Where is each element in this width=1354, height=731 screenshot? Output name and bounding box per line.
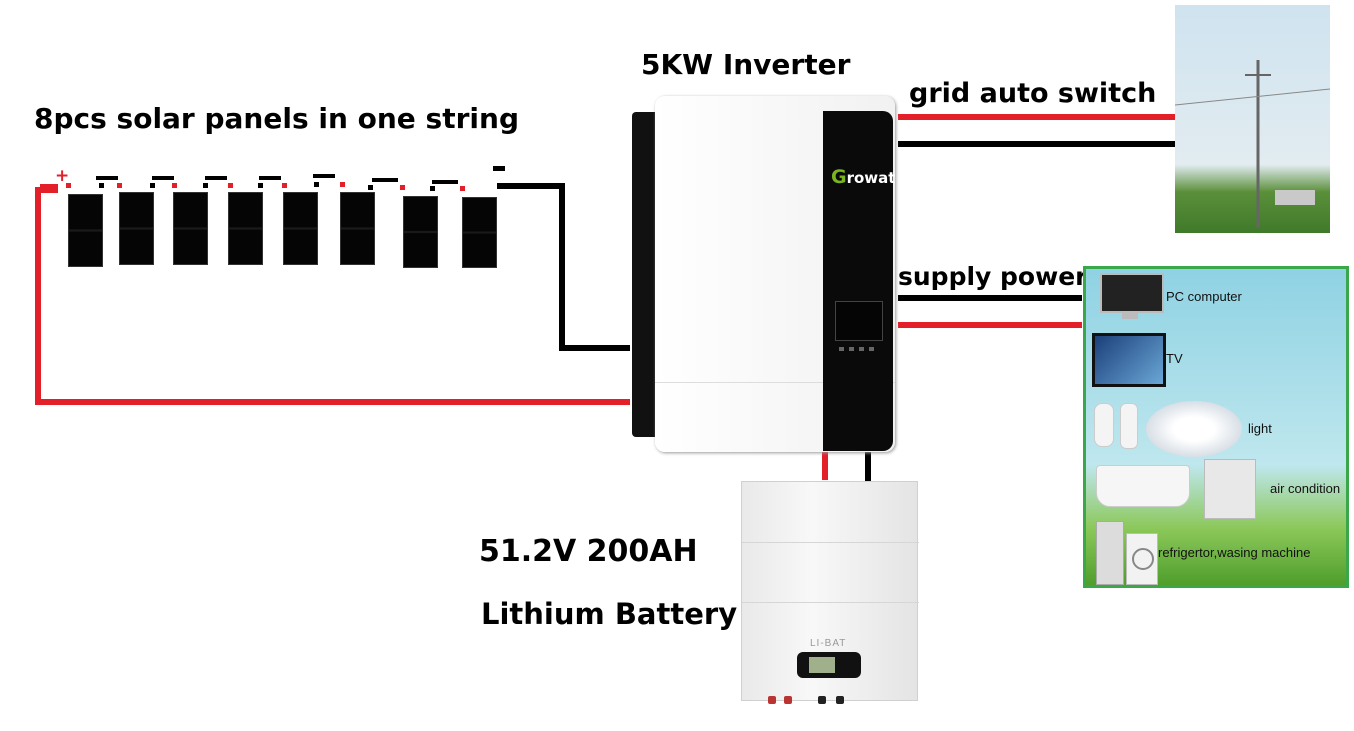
utility-pole-icon (1174, 60, 1331, 227)
solar-panel (462, 197, 497, 268)
air-conditioner-icon (1096, 465, 1190, 507)
grid-pole-image (1174, 5, 1331, 233)
bulb-icon (1094, 403, 1114, 447)
load-label-fridge-washer: refrigertor,wasing machine (1158, 545, 1311, 560)
load-label-ac: air condition (1270, 481, 1341, 496)
battery-terminal-positive (784, 696, 792, 704)
refrigerator-icon (1096, 521, 1124, 585)
battery-lcd (809, 657, 835, 673)
solar-panel (228, 192, 263, 265)
solar-panel (403, 196, 438, 268)
battery-brand-label: LI-BAT (810, 638, 847, 649)
battery-terminal-positive (768, 696, 776, 704)
negative-marker: - (492, 155, 501, 179)
inverter-front-panel: Growatt (823, 111, 895, 451)
solar-panel (340, 192, 375, 265)
battery-spec-label: 51.2V 200AH (479, 534, 698, 569)
outdoor-unit-icon (1204, 459, 1256, 519)
solar-string-label: 8pcs solar panels in one string (34, 102, 519, 135)
inverter-brand-logo: Growatt (831, 166, 895, 188)
solar-negative-wire (497, 183, 630, 351)
inverter-buttons (839, 347, 879, 351)
battery-terminal-negative (818, 696, 826, 704)
panel-markers (40, 166, 505, 191)
bulb-icon (1120, 403, 1138, 449)
pc-monitor-icon (1100, 273, 1164, 313)
supply-label: supply power (898, 262, 1088, 291)
battery-terminal-negative (836, 696, 844, 704)
washing-machine-icon (1126, 533, 1158, 585)
solar-panel (173, 192, 208, 265)
inverter-label: 5KW Inverter (641, 48, 851, 81)
loads-panel: PC computer TV light air condition refri… (1083, 266, 1349, 588)
load-label-tv: TV (1166, 351, 1183, 366)
solar-panel (119, 192, 154, 265)
positive-marker: + (55, 166, 70, 186)
solar-panel (68, 194, 103, 267)
load-label-pc: PC computer (1166, 289, 1242, 304)
grid-label: grid auto switch (909, 78, 1157, 109)
solar-panel (283, 192, 318, 265)
chandelier-icon (1146, 401, 1242, 457)
load-label-light: light (1248, 421, 1272, 436)
tv-icon (1092, 333, 1166, 387)
inverter-display (835, 301, 883, 341)
battery-display-frame (797, 652, 861, 678)
battery-body: LI-BAT (741, 481, 919, 704)
battery-type-label: Lithium Battery (481, 597, 738, 631)
inverter-body: Growatt (655, 96, 895, 452)
